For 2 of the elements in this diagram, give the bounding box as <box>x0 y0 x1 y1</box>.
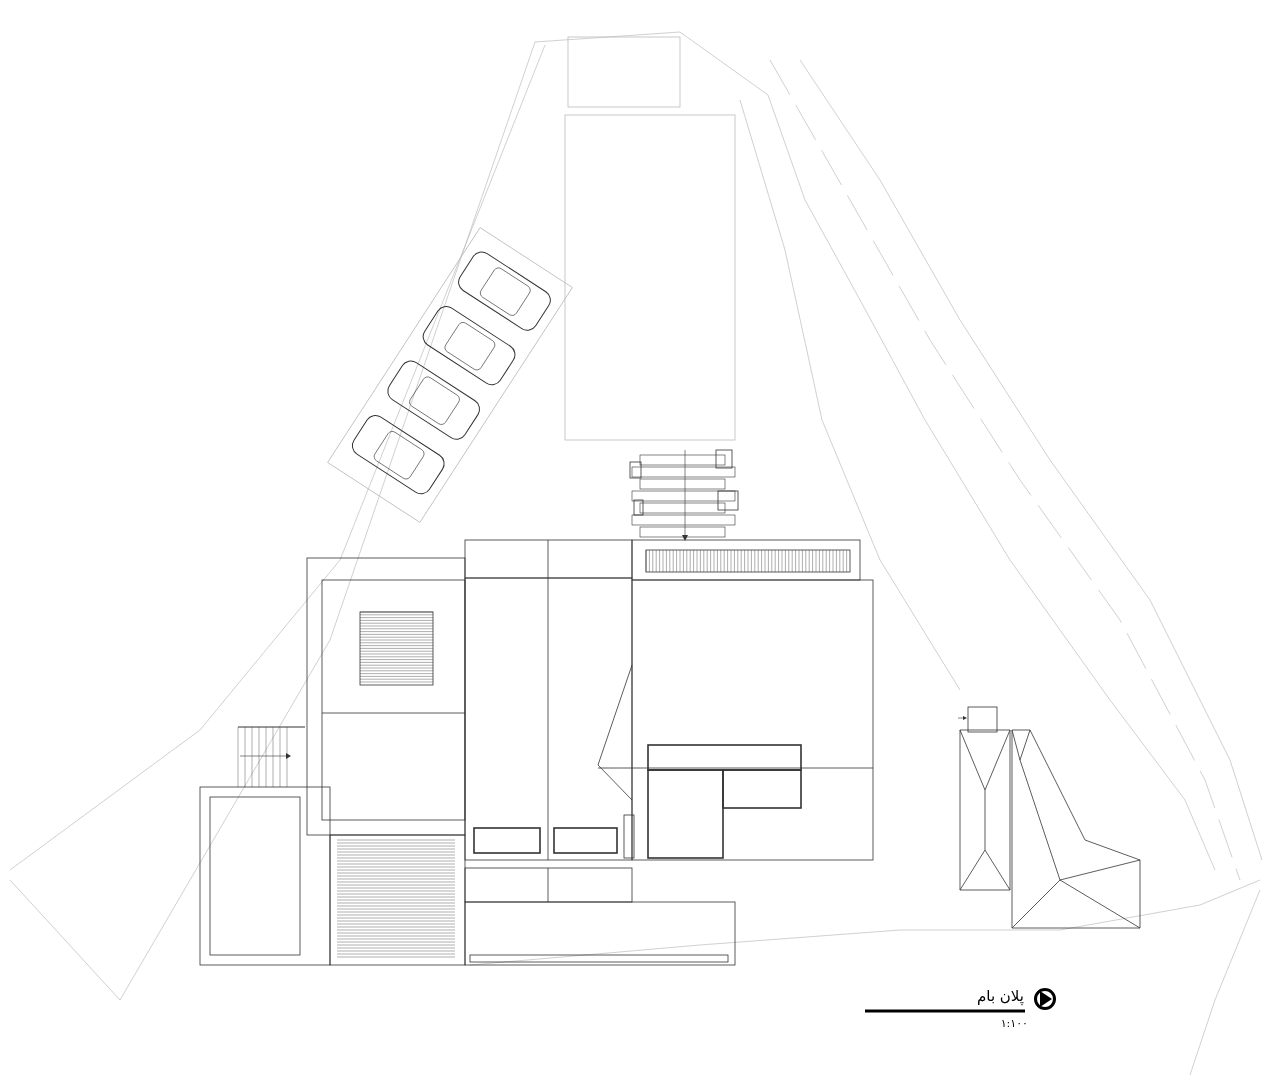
scale-label: ۱:۱۰۰ <box>1000 1017 1028 1030</box>
plan-title: پلان بام <box>977 987 1024 1005</box>
